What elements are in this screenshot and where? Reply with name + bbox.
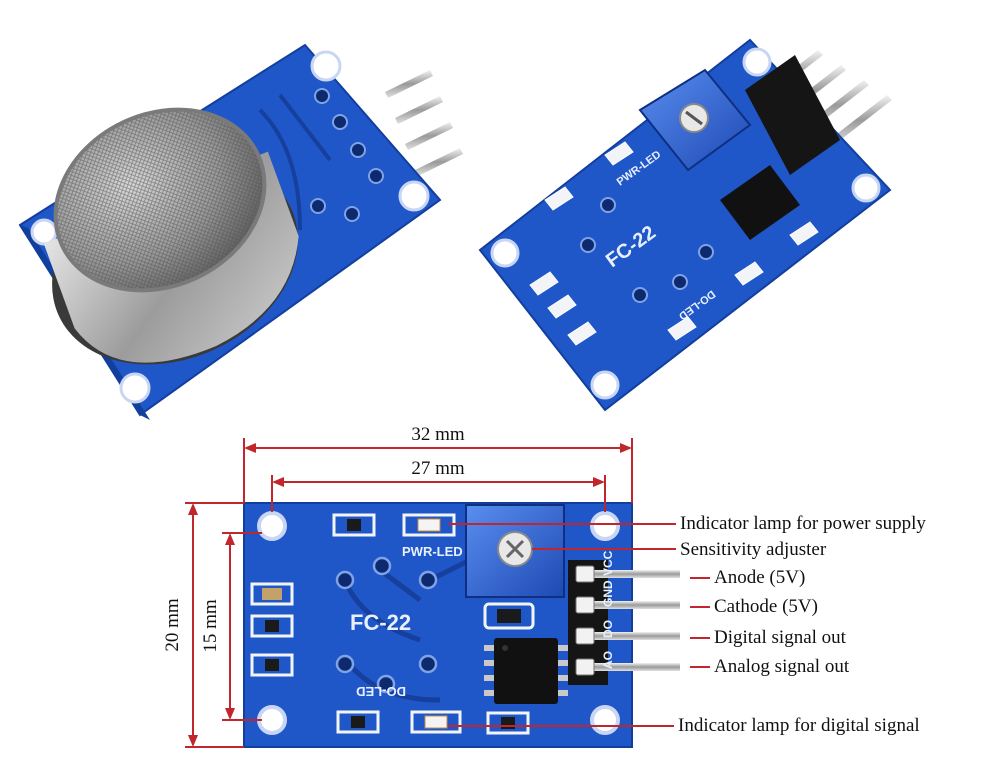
pin-label-ao: AO	[601, 651, 615, 669]
dimension-32mm: 32 mm	[411, 424, 465, 445]
top-view-model-label: FC-22	[350, 610, 411, 635]
callout-power-lamp: Indicator lamp for power supply	[680, 513, 926, 534]
dimension-20mm: 20 mm	[162, 598, 183, 652]
mount-hole	[590, 370, 620, 400]
digital-indicator-led	[410, 710, 462, 734]
mount-hole	[490, 238, 520, 268]
sensor-front-view	[18, 43, 463, 420]
comparator-ic	[484, 638, 568, 704]
callout-leaders	[448, 523, 710, 727]
callout-digital-out: Digital signal out	[714, 627, 846, 648]
sensor-top-view: FC-22 PWR-LED DO-LED	[243, 502, 680, 748]
callout-anode: Anode (5V)	[714, 567, 806, 588]
dimension-lines	[185, 438, 633, 748]
pin-header: VCC GND DO AO	[568, 550, 680, 685]
top-view-pads	[335, 556, 438, 694]
mount-hole	[119, 372, 151, 404]
pin-label-do: DO	[601, 620, 615, 638]
pin-label-vcc: VCC	[601, 550, 615, 576]
top-view-smd-parts	[250, 513, 535, 735]
dimension-15mm: 15 mm	[200, 599, 221, 653]
callout-cathode: Cathode (5V)	[714, 596, 818, 617]
mount-hole	[310, 50, 342, 82]
mount-hole	[398, 180, 430, 212]
back-view-ic	[720, 165, 800, 240]
callout-sensitivity: Sensitivity adjuster	[680, 539, 827, 560]
callout-digital-lamp: Indicator lamp for digital signal	[678, 715, 920, 736]
callout-analog-out: Analog signal out	[714, 656, 850, 677]
dimension-27mm: 27 mm	[411, 458, 465, 479]
mount-hole	[742, 47, 772, 77]
sensitivity-potentiometer	[465, 504, 565, 598]
gas-sensor-cap	[43, 107, 299, 365]
top-view-do-led-label: DO-LED	[356, 684, 406, 699]
back-view-potentiometer	[638, 68, 752, 172]
front-view-pins	[385, 70, 463, 176]
mount-hole	[851, 173, 881, 203]
sensor-back-view: FC-22 PWR-LED DO-LED	[478, 38, 892, 412]
top-view-pcb	[243, 502, 633, 748]
top-view-pwr-led-label: PWR-LED	[402, 544, 463, 559]
pin-label-gnd: GND	[601, 580, 615, 607]
